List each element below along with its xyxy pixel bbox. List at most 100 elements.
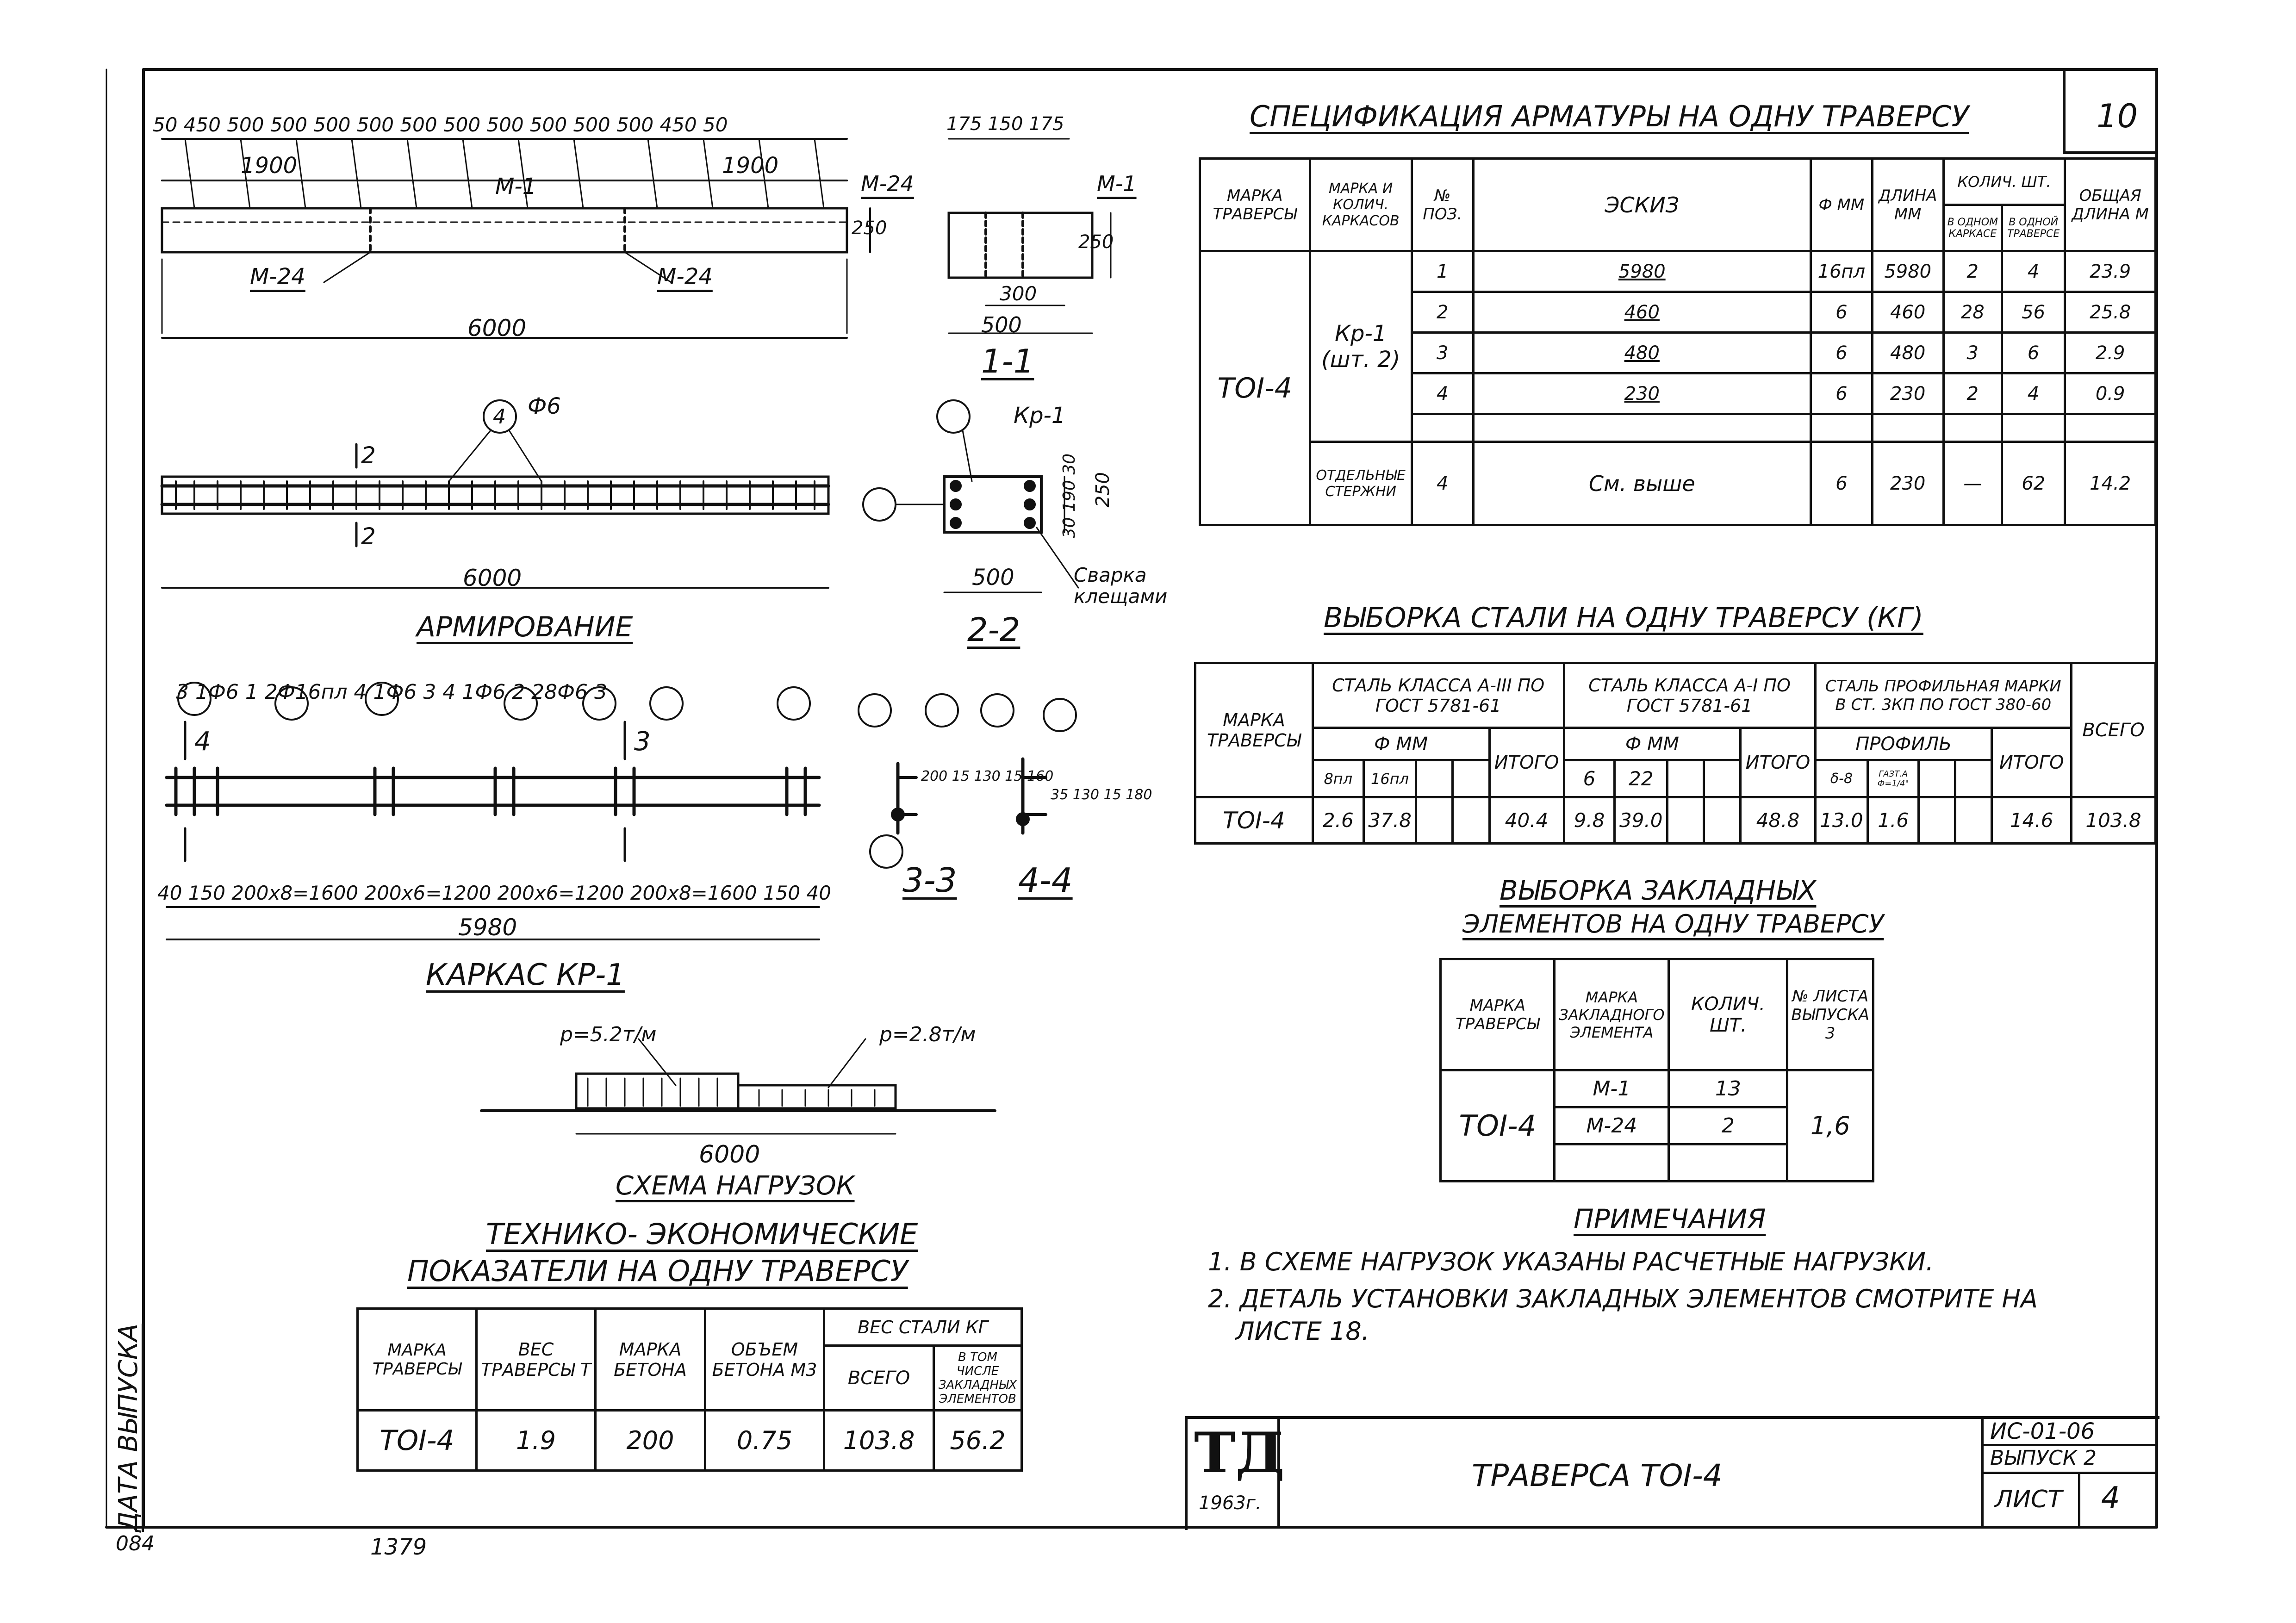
tech-h-embedded: В ТОМ ЧИСЛЕ ЗАКЛАДНЫХ ЭЛЕМЕНТОВ [933, 1344, 1023, 1412]
section-2-2-kr1: Кр-1 [1014, 403, 1066, 429]
code-divider-3 [2078, 1472, 2080, 1527]
spec-sep-q2: 62 [2000, 441, 2066, 526]
steel-h-a1: СТАЛЬ КЛАССА А-I ПО ГОСТ 5781-61 [1562, 662, 1817, 729]
section-4-4-label: 4-4 [1018, 861, 1073, 900]
steel-sub-a3-3 [1415, 759, 1454, 798]
spec-h-frames: МАРКА И КОЛИЧ. КАРКАСОВ [1308, 157, 1413, 252]
section-2-2-250: 250 [1092, 472, 1114, 508]
steel-r-a3-total: 40.4 [1488, 796, 1565, 845]
code-divider-1 [1981, 1444, 2157, 1446]
spec-title: СПЕЦИФИКАЦИЯ АРМАТУРЫ НА ОДНУ ТРАВЕРСУ [1250, 99, 1969, 133]
steel-h-dia-a1: Ф ММ [1562, 727, 1742, 761]
steel-r-mark: ТОI-4 [1194, 796, 1314, 845]
title-block [1185, 1416, 2159, 1530]
tech-r-mark: ТОI-4 [356, 1409, 478, 1472]
spec-r2-sketch: 460 [1472, 291, 1812, 334]
steel-h-itogo-a1: ИТОГО [1739, 727, 1817, 798]
spec-r4-q1: 2 [1942, 372, 2004, 415]
section-1-1-500: 500 [981, 312, 1022, 337]
spec-r3-q1: 3 [1942, 331, 2004, 374]
logo-cell [1185, 1416, 1280, 1527]
steel-h-dia-a3: Ф ММ [1311, 727, 1491, 761]
steel-r-prof-3 [1917, 796, 1957, 845]
section-1-1-label: 1-1 [981, 342, 1034, 380]
emb-r3-qty [1668, 1143, 1789, 1182]
section-1-1 [947, 138, 1112, 334]
tech-h-mark: МАРКА ТРАВЕРСЫ [356, 1307, 478, 1412]
section-3-3-4-4 [858, 693, 1077, 869]
steel-h-prof: СТАЛЬ ПРОФИЛЬНАЯ МАРКИ В СТ. 3КП ПО ГОСТ… [1814, 662, 2073, 729]
steel-r-a3-3 [1415, 796, 1454, 845]
load-scheme [480, 1038, 996, 1135]
drawing-title: ТРАВЕРСА ТОI-4 [1472, 1458, 1723, 1493]
note-1: 1. В СХЕМЕ НАГРУЗОК УКАЗАНЫ РАСЧЕТНЫЕ НА… [1208, 1247, 1934, 1276]
section-1-1-250: 250 [1078, 231, 1114, 253]
spec-empty-len [1871, 413, 1945, 443]
spec-h-dia: Ф ММ [1809, 157, 1873, 252]
emb-traverse: ТОI-4 [1439, 1069, 1556, 1182]
logo-td: ТД [1194, 1420, 1285, 1486]
spec-h-qty: КОЛИЧ. ШТ. [1942, 157, 2066, 206]
tech-h-steel: ВЕС СТАЛИ КГ [823, 1307, 1023, 1347]
load-length-6000: 6000 [699, 1141, 760, 1169]
spec-r2-len: 460 [1871, 291, 1945, 334]
steel-sub-a1-1: 6 [1562, 759, 1616, 798]
frame-kr1-drawing [165, 682, 821, 940]
tech-r-total: 103.8 [823, 1409, 935, 1472]
spec-r3-len: 480 [1871, 331, 1945, 374]
section-2-2-label: 2-2 [967, 611, 1020, 649]
spec-r3-total: 2.9 [2064, 331, 2157, 374]
section-4-4-dims: 35 130 15 180 [1051, 787, 1152, 803]
steel-r-a1-4 [1703, 796, 1742, 845]
spec-r1-total: 23.9 [2064, 250, 2157, 293]
section-2-2-500: 500 [972, 565, 1014, 591]
tech-title-1: ТЕХНИКО- ЭКОНОМИЧЕСКИЕ [486, 1217, 918, 1251]
steel-r-a1-total: 48.8 [1739, 796, 1817, 845]
spec-sep-len: 230 [1871, 441, 1945, 526]
spec-empty-dia [1809, 413, 1873, 443]
spec-sep-sketch: См. выше [1472, 441, 1812, 526]
label-m24-right: М-24 [657, 264, 713, 290]
section-3-3-dims: 200 15 130 15 160 [921, 768, 1054, 784]
section-1-1-300: 300 [1000, 282, 1037, 305]
embedded-title-2: ЭЛЕМЕНТОВ НА ОДНУ ТРАВЕРСУ [1462, 909, 1884, 939]
steel-h-profile: ПРОФИЛЬ [1814, 727, 1993, 761]
steel-title: ВЫБОРКА СТАЛИ НА ОДНУ ТРАВЕРСУ (КГ) [1324, 602, 1923, 634]
emb-r1-el: М-1 [1553, 1069, 1670, 1108]
emb-sheet-ref: 1,6 [1786, 1069, 1874, 1182]
reinf-phi6: Ф6 [528, 393, 561, 419]
spec-traverse: ТОI-4 [1199, 250, 1311, 526]
sheet-number: 10 [2097, 97, 2138, 135]
spec-r4-len: 230 [1871, 372, 1945, 415]
spec-r3-sketch: 480 [1472, 331, 1812, 374]
steel-sub-a1-2: 22 [1613, 759, 1669, 798]
elevation-drawing [161, 138, 871, 339]
bottom-number: 1379 [370, 1534, 427, 1560]
spec-h-traverse: МАРКА ТРАВЕРСЫ [1199, 157, 1311, 252]
side-release-date: ДАТА ВЫПУСКА [113, 1324, 143, 1532]
dim-6000-reinf: 6000 [463, 565, 522, 591]
section-2-2-weld: Сварка клещами [1074, 564, 1168, 608]
spec-empty-pos [1410, 413, 1475, 443]
embedded-table: МАРКА ТРАВЕРСЫ МАРКА ЗАКЛАДНОГО ЭЛЕМЕНТА… [1439, 958, 1874, 1182]
steel-sub-prof-3 [1917, 759, 1957, 798]
spec-frame-mark: Кр-1 [1334, 320, 1387, 347]
steel-r-a3-1: 2.6 [1311, 796, 1365, 845]
steel-r-prof-2: 1.6 [1867, 796, 1920, 845]
spec-h-qty-frame: В ОДНОМ КАРКАСЕ [1942, 204, 2004, 252]
note-2: 2. ДЕТАЛЬ УСТАНОВКИ ЗАКЛАДНЫХ ЭЛЕМЕНТОВ … [1208, 1284, 2038, 1313]
section-1-1-m24: М-24 [861, 171, 914, 196]
steel-h-itogo-prof: ИТОГО [1991, 727, 2072, 798]
spec-h-total: ОБЩАЯ ДЛИНА М [2064, 157, 2157, 252]
load-scheme-label: СХЕМА НАГРУЗОК [616, 1171, 855, 1201]
label-m24-left: М-24 [250, 264, 305, 290]
steel-table: МАРКА ТРАВЕРСЫ СТАЛЬ КЛАССА А-III ПО ГОС… [1194, 662, 2157, 845]
sheet-code: ИС-01-06 [1990, 1418, 2095, 1444]
section-1-1-m1: М-1 [1097, 171, 1137, 196]
sheet-issue: ВЫПУСК 2 [1990, 1446, 2097, 1470]
label-m1: М-1 [495, 174, 537, 199]
spec-sep-pos: 4 [1410, 441, 1475, 526]
sheet-list-label: ЛИСТ [1995, 1486, 2063, 1513]
emb-r2-el: М-24 [1553, 1106, 1670, 1145]
frame-mark-4: 4 [194, 727, 211, 757]
